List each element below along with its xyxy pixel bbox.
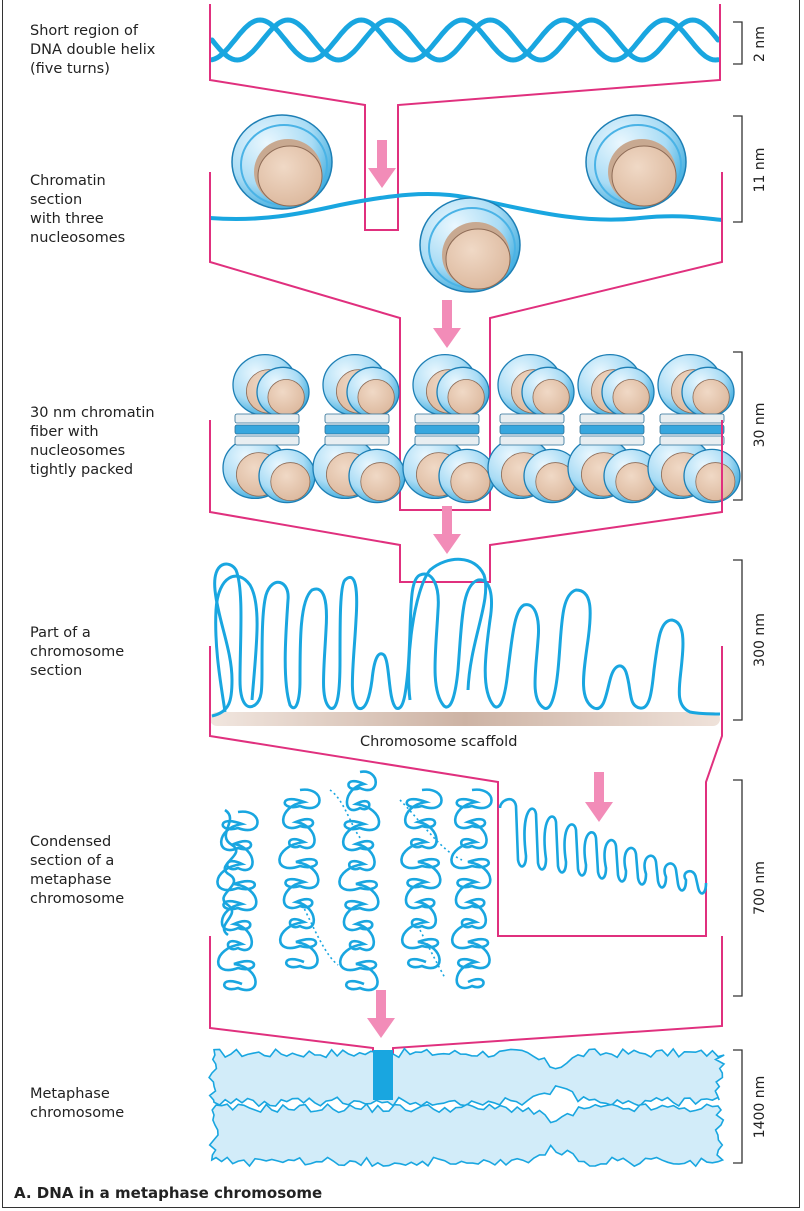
- fiber-linker-disc: [415, 425, 479, 434]
- scale-bracket-2nm: [733, 22, 742, 64]
- stage-label-chromosome-section: Part of a chromosome section: [30, 624, 124, 681]
- scaffold-label: Chromosome scaffold: [360, 734, 517, 750]
- scale-label-700nm: 700 nm: [752, 861, 768, 915]
- fiber-linker-disc: [660, 414, 724, 423]
- arrow-down-3: [433, 506, 461, 554]
- fiber-linker-disc: [235, 436, 299, 445]
- stage-label-metaphase: Metaphase chromosome: [30, 1085, 124, 1123]
- fiber-linker-disc: [325, 425, 389, 434]
- chromatid-lower: [210, 1104, 724, 1166]
- zoom-highlight-band: [373, 1050, 393, 1100]
- fiber-linker-disc: [660, 425, 724, 434]
- arrow-down-5: [367, 990, 395, 1038]
- fiber-linker-disc: [500, 414, 564, 423]
- condensed-column-4: [401, 790, 441, 968]
- nucleosome-2: [586, 115, 686, 209]
- scale-label-11nm: 11 nm: [752, 148, 768, 193]
- fiber-linker-disc: [415, 436, 479, 445]
- fiber-linker-disc: [580, 414, 644, 423]
- nucleosome-1: [232, 115, 332, 209]
- fiber-linker-disc: [415, 414, 479, 423]
- condensed-column-3: [339, 772, 379, 990]
- fiber-linker-disc: [325, 414, 389, 423]
- scale-bracket-700nm: [733, 780, 742, 996]
- chromosome-scaffold: [210, 712, 720, 726]
- scale-label-2nm: 2 nm: [752, 26, 768, 62]
- stage-label-chromatin: Chromatin section with three nucleosomes: [30, 172, 125, 248]
- chromatin-loops: [212, 564, 720, 716]
- fiber-nucleosome-bottom-front-1: [259, 449, 315, 502]
- fiber-nucleosome-top-back-1: [257, 367, 309, 416]
- fiber-linker-disc: [325, 436, 389, 445]
- fiber-linker-disc: [580, 425, 644, 434]
- fiber-linker-disc: [235, 425, 299, 434]
- fiber-linker-disc: [500, 436, 564, 445]
- dotted-link-4: [420, 930, 445, 978]
- stage-label-double-helix: Short region of DNA double helix (five t…: [30, 22, 155, 79]
- arrow-down-4: [585, 772, 613, 822]
- dna-double-helix: [212, 20, 718, 60]
- chromatid-upper: [209, 1049, 724, 1107]
- scale-bracket-11nm: [733, 116, 742, 222]
- condensed-chromatin: [217, 772, 706, 990]
- condensed-column-5: [451, 790, 491, 988]
- arrow-down-1: [368, 140, 396, 188]
- scale-label-300nm: 300 nm: [752, 613, 768, 667]
- fiber-nucleosome-top-back-4: [522, 367, 574, 416]
- fiber-nucleosome-bottom-front-3: [439, 449, 495, 502]
- fiber-linker-disc: [500, 425, 564, 434]
- fiber-nucleosome-top-back-3: [437, 367, 489, 416]
- fiber-linker-disc: [235, 414, 299, 423]
- scale-bracket-1400nm: [733, 1050, 742, 1163]
- condensed-column-2: [279, 790, 319, 968]
- fiber-nucleosome-top-back-2: [347, 367, 399, 416]
- fiber-nucleosome-top-back-5: [602, 367, 654, 416]
- chromatin-loop-tall-1: [216, 576, 257, 712]
- stage-label-30nm-fiber: 30 nm chromatin fiber with nucleosomes t…: [30, 404, 155, 480]
- scale-label-1400nm: 1400 nm: [752, 1076, 768, 1139]
- scale-bracket-300nm: [733, 560, 742, 720]
- metaphase-chromosome: [209, 1049, 724, 1167]
- fiber-linker-disc: [660, 436, 724, 445]
- dotted-link-3: [300, 900, 338, 965]
- nucleosome-3: [420, 198, 520, 292]
- chromatin-fiber-30nm: [223, 355, 740, 503]
- fiber-linker-disc: [580, 436, 644, 445]
- fiber-nucleosome-bottom-front-2: [349, 449, 405, 502]
- figure-caption: A. DNA in a metaphase chromosome: [14, 1184, 322, 1202]
- scale-brackets: [733, 22, 742, 1163]
- stage-label-condensed: Condensed section of a metaphase chromos…: [30, 833, 124, 909]
- fiber-nucleosome-top-back-6: [682, 367, 734, 416]
- arrow-down-2: [433, 300, 461, 348]
- fiber-nucleosome-bottom-front-6: [684, 449, 740, 502]
- scale-label-30nm: 30 nm: [752, 403, 768, 448]
